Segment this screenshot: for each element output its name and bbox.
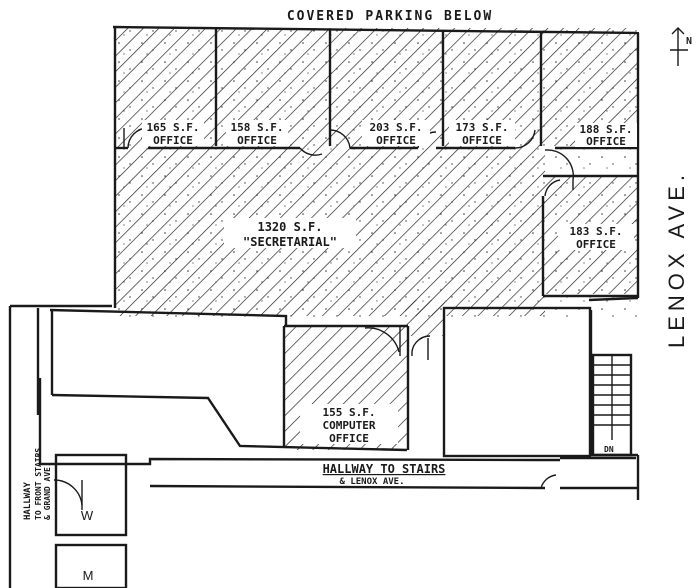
room-name-label: "SECRETARIAL": [243, 235, 337, 249]
west-hallway-label: HALLWAY TO FRONT STAIRS & GRAND AVE.: [23, 448, 52, 520]
room-area-label: 165 S.F.: [147, 121, 200, 134]
hallway-label: HALLWAY TO STAIRS: [323, 462, 446, 476]
room-area-label: 188 S.F.: [580, 123, 633, 136]
stairs: [591, 353, 633, 457]
room-area-label: 1320 S.F.: [257, 220, 322, 234]
room-office-5: 188 S.F. OFFICE: [575, 123, 637, 148]
room-name-label-2: OFFICE: [329, 432, 369, 445]
north-arrow: [670, 27, 688, 66]
west-hallway-line-2: TO FRONT STAIRS: [34, 448, 43, 520]
room-name-label: OFFICE: [586, 135, 626, 148]
room-area-label: 183 S.F.: [570, 225, 623, 238]
street-label: LENOX AVE.: [664, 170, 689, 348]
room-name-label: OFFICE: [462, 134, 502, 147]
room-name-label: OFFICE: [237, 134, 277, 147]
room-office-2: 158 S.F. OFFICE: [226, 120, 288, 147]
room-area-label: 158 S.F.: [231, 121, 284, 134]
room-area-label: 155 S.F.: [323, 406, 376, 419]
room-office-3: 203 S.F. OFFICE: [362, 120, 430, 147]
west-hallway-line-1: HALLWAY: [23, 481, 33, 520]
room-computer-office: 155 S.F. COMPUTER OFFICE: [300, 404, 398, 445]
room-area-label: 203 S.F.: [370, 121, 423, 134]
door-swings: [53, 127, 575, 510]
room-name-label: COMPUTER: [323, 419, 376, 432]
stair-label: DN: [604, 445, 614, 454]
north-label: N: [686, 36, 692, 47]
room-office-4: 173 S.F. OFFICE: [449, 120, 515, 147]
room-office-1: 165 S.F. OFFICE: [142, 120, 204, 147]
top-label: COVERED PARKING BELOW: [287, 9, 493, 24]
west-hallway-line-3: & GRAND AVE.: [43, 462, 52, 520]
room-name-label: OFFICE: [576, 238, 616, 251]
room-secretarial: 1320 S.F. "SECRETARIAL": [224, 218, 356, 249]
building-walls: [8, 25, 640, 588]
room-office-6: 183 S.F. OFFICE: [558, 224, 634, 251]
hallway-sub-label: & LENOX AVE.: [339, 477, 404, 487]
restroom-m-label: M: [83, 568, 94, 583]
room-area-label: 173 S.F.: [456, 121, 509, 134]
restroom-w-label: W: [81, 508, 94, 523]
room-name-label: OFFICE: [153, 134, 193, 147]
room-name-label: OFFICE: [376, 134, 416, 147]
